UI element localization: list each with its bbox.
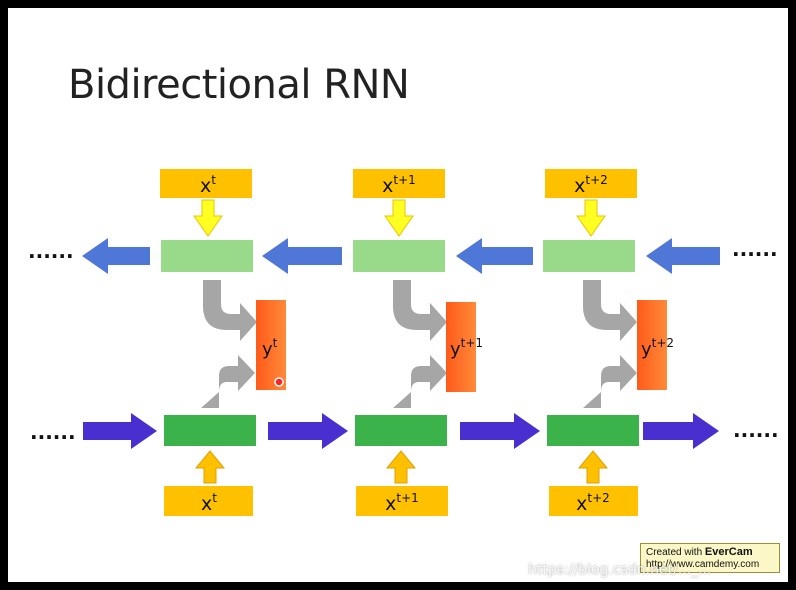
cursor-dot: [274, 377, 284, 387]
ellipsis-top-left: ......: [28, 239, 74, 263]
ellipsis-bottom-right: ......: [733, 418, 779, 442]
input-arrow-bottom-t-plus-1: [385, 450, 417, 484]
input-label-bottom-t-plus-2: xt+2: [576, 491, 610, 515]
forward-to-output-arrow-t-plus-2: [583, 355, 637, 408]
backward-to-output-arrow-t-plus-2: [583, 280, 637, 341]
backward-arrow-1: [82, 238, 150, 274]
input-label-bottom-t: xt: [201, 491, 217, 515]
input-label-bottom-t-plus-1: xt+1: [385, 491, 419, 515]
output-box-t-plus-1: [446, 302, 476, 392]
backward-arrow-3: [456, 238, 533, 274]
evercam-created-text: Created with: [646, 547, 703, 558]
ellipsis-top-right: ......: [732, 237, 778, 261]
input-arrow-top-t-plus-1: [384, 199, 414, 237]
forward-cell-t: [164, 415, 256, 446]
evercam-badge: Created with EverCam http://www.camdemy.…: [640, 543, 780, 573]
backward-cell-t-plus-1: [353, 240, 445, 272]
input-arrow-bottom-t-plus-2: [577, 450, 609, 484]
output-label-t: yt: [262, 336, 278, 360]
input-arrow-top-t: [193, 199, 223, 237]
backward-to-output-arrow-t: [203, 280, 257, 341]
step-t-plus-1: xt+1 yt+1 xt+1: [353, 169, 483, 516]
forward-arrow-3: [460, 413, 540, 449]
input-box-bottom-t-plus-2: [549, 486, 638, 516]
input-arrow-top-t-plus-2: [576, 199, 606, 237]
evercam-brand: EverCam: [704, 546, 753, 558]
step-t: xt yt xt: [160, 169, 286, 516]
slide-title: Bidirectional RNN: [68, 62, 410, 108]
input-label-top-t-plus-1: xt+1: [382, 173, 416, 197]
input-box-top-t: [160, 169, 252, 198]
forward-arrow-1: [83, 413, 157, 449]
input-box-top-t-plus-1: [353, 169, 445, 198]
evercam-url: http://www.camdemy.com: [646, 559, 760, 570]
forward-arrow-4: [643, 413, 719, 449]
input-box-top-t-plus-2: [545, 169, 637, 198]
backward-cell-t: [161, 240, 253, 272]
output-box-t-plus-2: [637, 300, 667, 390]
backward-arrows: [82, 238, 720, 274]
input-box-bottom-t-plus-1: [356, 486, 448, 516]
step-t-plus-2: xt+2 yt+2 xt+2: [543, 169, 674, 516]
ellipsis-bottom-left: ......: [30, 420, 76, 444]
output-label-t-plus-2: yt+2: [641, 336, 674, 360]
backward-arrow-2: [262, 238, 342, 274]
forward-to-output-arrow-t-plus-1: [393, 355, 447, 408]
input-box-bottom-t: [164, 486, 253, 516]
forward-arrow-2: [268, 413, 348, 449]
output-label-t-plus-1: yt+1: [450, 336, 483, 360]
backward-to-output-arrow-t-plus-1: [393, 280, 447, 341]
backward-arrow-4: [646, 238, 720, 274]
backward-cell-t-plus-2: [543, 240, 635, 272]
forward-to-output-arrow-t: [201, 355, 255, 408]
input-label-top-t-plus-2: xt+2: [574, 173, 608, 197]
input-label-top-t: xt: [200, 173, 216, 197]
output-box-t: [256, 300, 286, 390]
forward-cell-t-plus-2: [547, 415, 639, 446]
input-arrow-bottom-t: [194, 450, 226, 484]
watermark: https://blog.csdn.net/..._...: [528, 562, 712, 578]
forward-arrows: [83, 413, 719, 449]
forward-cell-t-plus-1: [355, 415, 447, 446]
